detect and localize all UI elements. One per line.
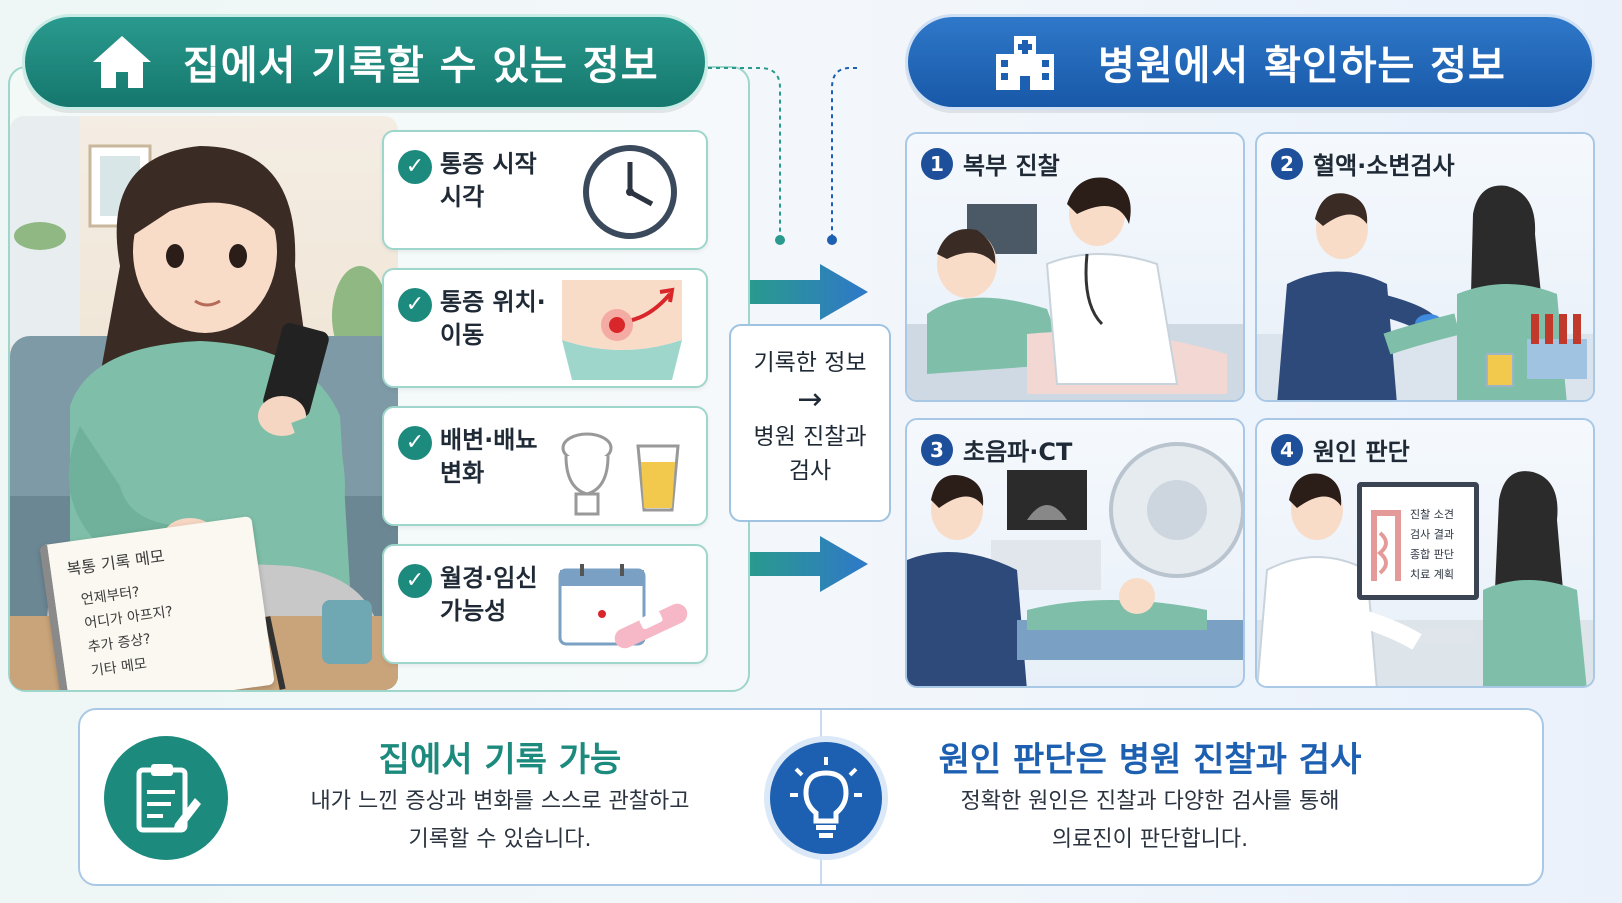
panel-title: 혈액·소변검사 — [1313, 152, 1455, 180]
diagnosis-monitor: 진찰 소견 검사 결과 종합 판단 치료 계획 — [1357, 482, 1479, 600]
panel-title: 원인 판단 — [1313, 438, 1410, 466]
summary-left-line2: 기록할 수 있습니다. — [408, 827, 592, 852]
check-icon: ✓ — [398, 288, 432, 322]
house-icon — [93, 36, 151, 88]
abdomen-pain-icon — [562, 280, 682, 380]
card-label: 통증 시작 시각 — [440, 150, 537, 211]
flow-arrow: → — [797, 382, 823, 417]
doctor-exam-illustration — [907, 177, 1243, 400]
info-card-pain-start: ✓ 통증 시작 시각 — [382, 130, 708, 250]
card-label: 통증 위치·이동 — [440, 288, 546, 349]
flow-summary-box: 기록한 정보 → 병원 진찰과 검사 — [729, 324, 891, 522]
monitor-item: 종합 판단 — [1410, 548, 1454, 561]
lightbulb-icon — [764, 736, 888, 860]
panel-title: 초음파·CT — [963, 438, 1073, 466]
blood-test-illustration — [1257, 185, 1593, 400]
monitor-item: 검사 결과 — [1410, 528, 1454, 541]
check-icon: ✓ — [398, 150, 432, 184]
hospital-icon — [996, 36, 1054, 90]
connector-lines — [708, 67, 860, 245]
info-card-bowel-urine: ✓ 배변·배뇨 변화 — [382, 406, 708, 526]
clock-icon — [583, 145, 677, 239]
test-tubes-icon — [1527, 314, 1587, 379]
summary-box: 집에서 기록 가능 내가 느낀 증상과 변화를 스스로 관찰하고 기록할 수 있… — [78, 708, 1544, 886]
check-icon: ✓ — [398, 564, 432, 598]
summary-right-title: 원인 판단은 병원 진찰과 검사 — [938, 740, 1362, 780]
summary-right-line1: 정확한 원인은 진찰과 다양한 검사를 통해 — [960, 789, 1340, 814]
intestine-icon — [1371, 510, 1401, 581]
flow-line-1: 기록한 정보 — [753, 350, 867, 376]
diagnosis-illustration — [1257, 471, 1593, 686]
toilet-urine-icon — [561, 432, 680, 516]
card-label: 배변·배뇨 변화 — [440, 426, 538, 487]
summary-right-line2: 의료진이 판단합니다. — [1051, 827, 1249, 852]
check-icon: ✓ — [398, 426, 432, 460]
panel-diagnosis: 4 원인 판단 진찰 소견 검사 결과 종합 판단 치료 계획 — [1255, 418, 1595, 688]
monitor-item: 치료 계획 — [1410, 568, 1454, 581]
panel-blood-urine-test: 2 혈액·소변검사 — [1255, 132, 1595, 402]
panel-abdominal-exam: 1 복부 진찰 — [905, 132, 1245, 402]
arrow-right-icon — [750, 536, 868, 592]
home-section-title: 집에서 기록할 수 있는 정보 — [183, 43, 659, 89]
summary-left-line1: 내가 느낀 증상과 변화를 스스로 관찰하고 — [310, 789, 690, 814]
ultrasound-ct-illustration — [907, 442, 1243, 686]
panel-title: 복부 진찰 — [963, 152, 1060, 180]
hospital-section-header: 병원에서 확인하는 정보 — [905, 14, 1595, 110]
step-number: 3 — [921, 433, 953, 466]
summary-left-title: 집에서 기록 가능 — [378, 740, 622, 780]
step-number: 2 — [1271, 147, 1303, 180]
home-section-header: 집에서 기록할 수 있는 정보 — [22, 14, 708, 110]
calendar-test-icon — [558, 564, 688, 649]
home-scene-illustration: 복통 기록 메모 언제부터? 어디가 아프지? 추가 증상? 기타 메모 — [10, 116, 398, 690]
memo-notebook: 복통 기록 메모 언제부터? 어디가 아프지? 추가 증상? 기타 메모 — [39, 515, 275, 690]
flow-line-2: 병원 진찰과 검사 — [753, 424, 867, 484]
info-card-menstruation-pregnancy: ✓ 월경·임신 가능성 — [382, 544, 708, 664]
monitor-item: 진찰 소견 — [1410, 508, 1454, 521]
clipboard-icon — [104, 736, 228, 860]
step-number: 4 — [1271, 433, 1303, 466]
arrow-right-icon — [750, 264, 868, 320]
card-label: 월경·임신 가능성 — [440, 564, 538, 625]
info-card-pain-location: ✓ 통증 위치·이동 — [382, 268, 708, 388]
hospital-section-title: 병원에서 확인하는 정보 — [1098, 43, 1506, 89]
panel-ultrasound-ct: 3 초음파·CT — [905, 418, 1245, 688]
step-number: 1 — [921, 147, 953, 180]
